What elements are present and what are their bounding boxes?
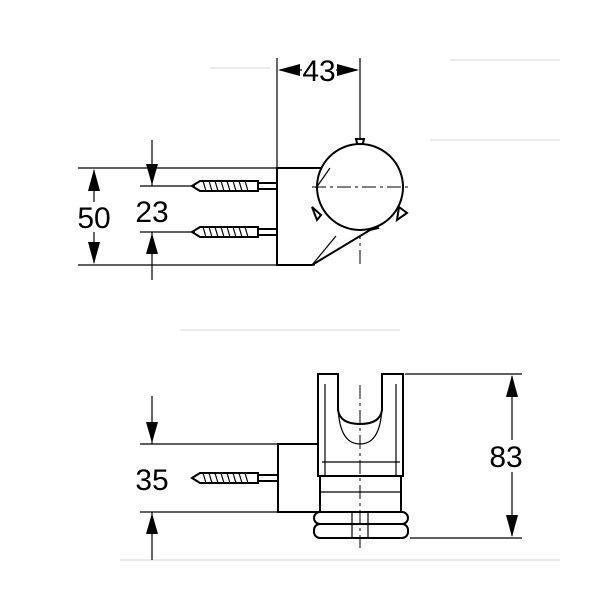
holder-head-front <box>317 373 404 477</box>
dimension-35-label: 35 <box>135 464 168 497</box>
arrow-head <box>146 422 158 443</box>
arrow-head <box>278 64 300 76</box>
background-scan-lines <box>120 59 560 561</box>
arrow-head <box>146 164 158 185</box>
screw-front <box>190 472 279 484</box>
base-ring <box>313 511 409 539</box>
side-view: 43 50 23 <box>76 55 410 280</box>
dimension-83-label: 83 <box>489 441 522 474</box>
arrow-head <box>506 375 518 397</box>
screw-upper <box>190 180 279 192</box>
dimension-width-label: 43 <box>302 55 335 88</box>
screw-lower <box>190 226 279 238</box>
wall-plate-front <box>277 443 323 513</box>
arrow-head <box>88 169 100 191</box>
arrow-head <box>88 242 100 264</box>
dimension-height-label: 50 <box>77 202 110 235</box>
arrow-head <box>146 513 158 534</box>
arrow-head <box>506 515 518 537</box>
arrow-head <box>337 64 359 76</box>
front-view: 83 35 <box>135 373 530 560</box>
dimension-screw-spacing-label: 23 <box>135 196 168 229</box>
arrow-head <box>146 233 158 254</box>
